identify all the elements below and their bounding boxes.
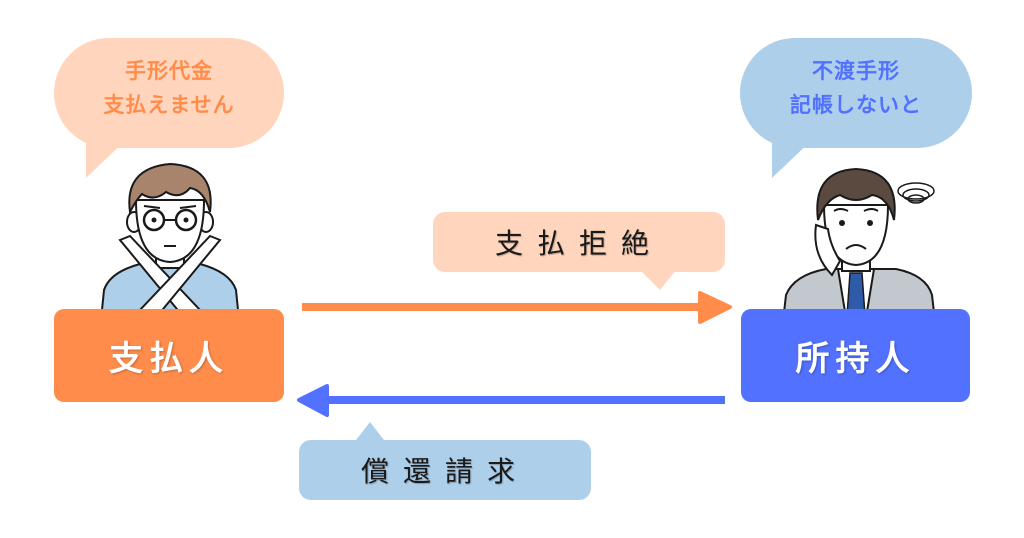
dizzy-swirl-icon — [897, 182, 935, 204]
holder-speech-line-1: 不渡手形 — [812, 59, 900, 83]
holder-box: 所持人 — [741, 309, 970, 402]
refusal-label: 支払拒絶 — [433, 212, 725, 272]
holder-speech-line-2: 記帳しないと — [790, 93, 922, 117]
payer-speech-line-1: 手形代金 — [125, 59, 213, 83]
refusal-text: 支払拒絶 — [494, 227, 663, 260]
payer-speech-text: 手形代金 支払えません — [54, 54, 284, 122]
payer-box: 支払人 — [54, 309, 284, 402]
recourse-text: 償還請求 — [360, 455, 529, 488]
holder-illustration — [780, 167, 938, 330]
payer-label: 支払人 — [109, 339, 229, 379]
holder-label: 所持人 — [795, 339, 916, 379]
recourse-arrow — [297, 384, 725, 417]
holder-speech-bubble — [740, 38, 972, 178]
recourse-label: 償還請求 — [299, 440, 591, 500]
payer-illustration — [98, 162, 242, 330]
holder-speech-text: 不渡手形 記帳しないと — [740, 54, 972, 122]
payer-speech-bubble — [54, 38, 284, 178]
recourse-label-bg — [299, 422, 591, 500]
refusal-label-bg — [433, 212, 725, 290]
refusal-arrow — [302, 291, 732, 324]
payer-speech-line-2: 支払えません — [103, 93, 235, 117]
